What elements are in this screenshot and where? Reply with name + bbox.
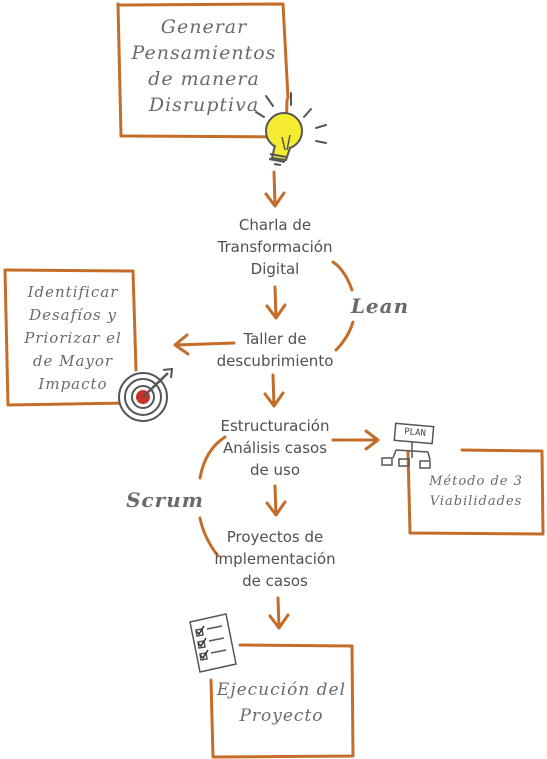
box-left-line: Impacto [38, 375, 108, 393]
step-estructuracion: Estructuración Análisis casos de uso [190, 415, 360, 481]
step-charla: Charla de Transformación Digital [190, 214, 360, 280]
step-line: Digital [250, 260, 300, 278]
box-right-line: Método de 3 [429, 474, 523, 489]
box-bottom-text: Ejecución del Proyecto [214, 677, 349, 729]
box-top-line: Generar [160, 16, 248, 38]
step-taller: Taller de descubrimiento [190, 328, 360, 372]
arrow-1 [264, 170, 286, 208]
box-bottom-line: Proyecto [239, 706, 324, 726]
flow-arrows [173, 170, 380, 630]
lean-bracket [331, 260, 355, 352]
step-line: Taller de [243, 330, 307, 348]
box-left-line: de Mayor [32, 352, 114, 370]
step-line: Análisis casos [222, 439, 328, 457]
step-line: Charla de [238, 216, 312, 234]
arrow-left [173, 333, 236, 356]
box-top-line: Disruptiva [148, 94, 260, 116]
box-top-line: Pensamientos [131, 42, 277, 64]
box-left-line: Priorizar el [24, 329, 122, 347]
box-left-text: Identificar Desafíos y Priorizar el de M… [14, 281, 132, 396]
arrow-4 [265, 484, 287, 517]
arrow-3 [263, 373, 285, 408]
box-right-frame [406, 448, 545, 536]
box-right-text: Método de 3 Viabilidades [414, 472, 538, 512]
lightbulb-icon [255, 92, 327, 166]
box-bottom-line: Ejecución del [216, 680, 347, 700]
box-right-line: Viabilidades [429, 494, 523, 509]
step-line: descubrimiento [216, 352, 334, 370]
target-icon [118, 367, 174, 422]
lean-label: Lean [350, 294, 410, 318]
box-top-text: Generar Pensamientos de manera Disruptiv… [126, 14, 282, 118]
step-line: de uso [249, 461, 301, 479]
arrow-2 [265, 285, 287, 320]
arrow-right [331, 429, 380, 451]
box-left-line: Desafíos y [29, 306, 117, 324]
step-line: Estructuración [220, 417, 330, 435]
scrum-bracket [198, 435, 227, 558]
scrum-label: Scrum [126, 488, 204, 512]
box-top-line: de manera [148, 68, 260, 90]
checklist-icon [189, 613, 237, 673]
plan-diagram-icon [381, 422, 435, 469]
step-line: Proyectos de [226, 528, 324, 546]
step-line: Transformación [217, 238, 333, 256]
box-bottom-frame [209, 643, 355, 759]
step-proyectos: Proyectos de implementación de casos [190, 526, 360, 592]
box-left-frame [3, 268, 138, 407]
step-line: de casos [242, 572, 308, 590]
arrow-5 [268, 596, 290, 630]
box-left-line: Identificar [27, 283, 119, 301]
step-line: implementación [214, 550, 336, 568]
